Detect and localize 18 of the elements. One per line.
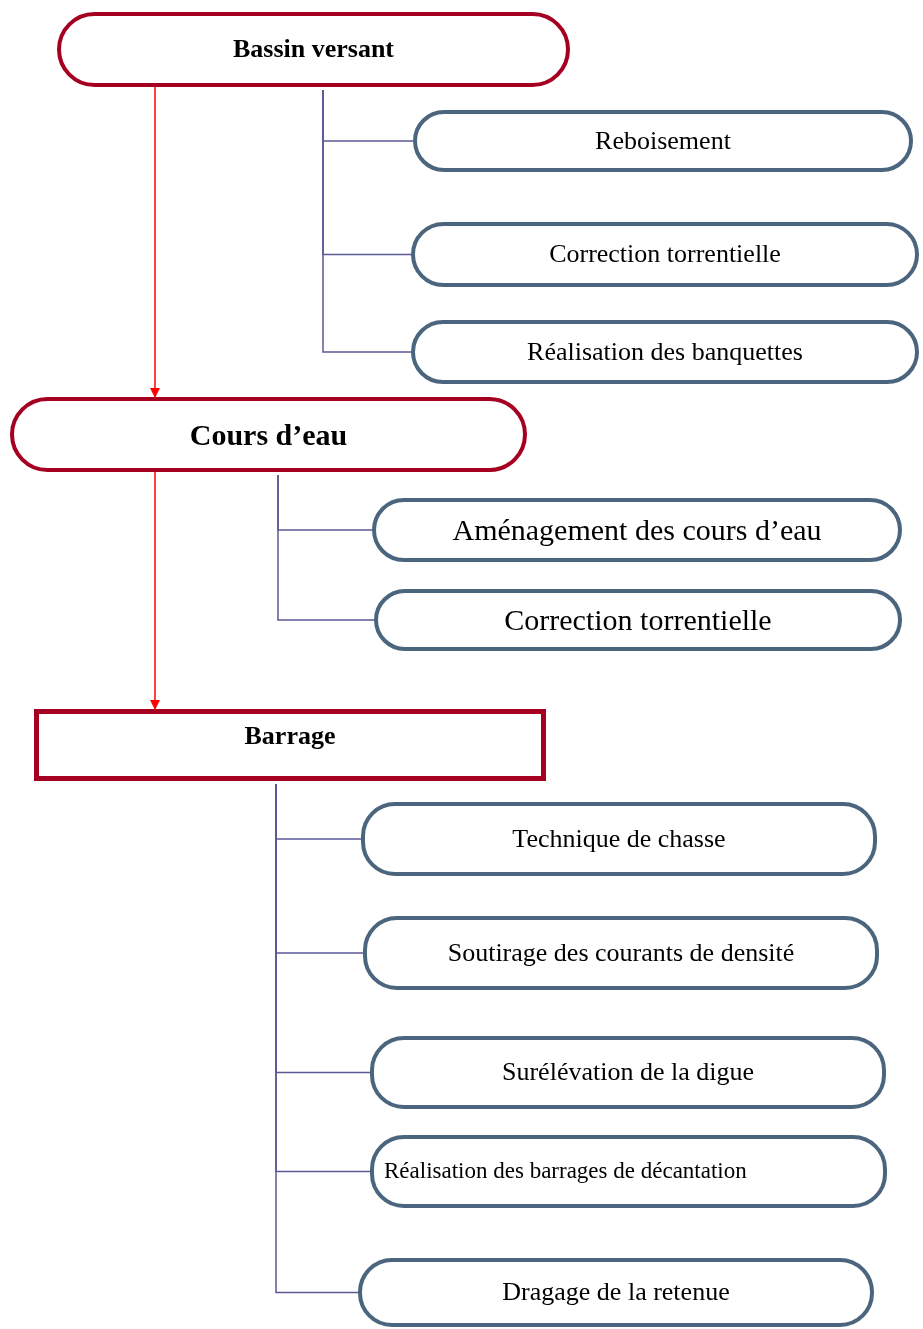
connector-line bbox=[277, 474, 375, 621]
stage-box: Barrage bbox=[34, 709, 546, 781]
process-box: Surélévation de la digue bbox=[370, 1036, 886, 1109]
connector-line bbox=[275, 783, 359, 1294]
arrow bbox=[150, 86, 160, 398]
arrow bbox=[150, 471, 160, 710]
process-box: Dragage de la retenue bbox=[358, 1258, 874, 1327]
process-box: Correction torrentielle bbox=[374, 589, 902, 651]
process-box: Réalisation des banquettes bbox=[411, 320, 919, 384]
stage-box: Bassin versant bbox=[57, 12, 570, 87]
process-box: Réalisation des barrages de décantation bbox=[370, 1135, 887, 1208]
stage-box: Cours d’eau bbox=[10, 397, 527, 472]
process-box: Reboisement bbox=[413, 110, 913, 172]
process-box: Technique de chasse bbox=[361, 802, 877, 876]
process-box: Aménagement des cours d’eau bbox=[372, 498, 902, 562]
process-box: Correction torrentielle bbox=[411, 222, 919, 287]
connector-line bbox=[322, 89, 412, 353]
process-box: Soutirage des courants de densité bbox=[363, 916, 879, 990]
